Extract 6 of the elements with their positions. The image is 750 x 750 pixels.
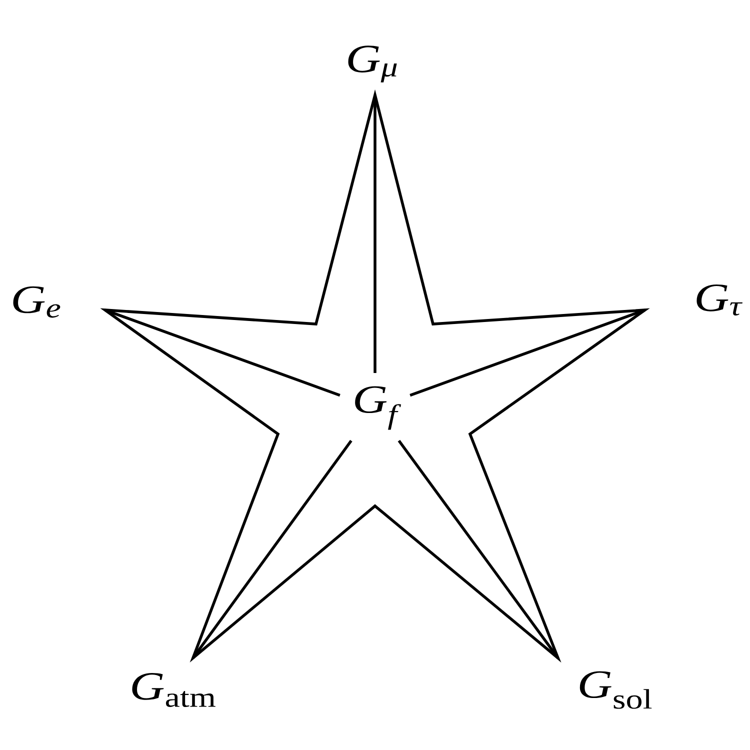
math-label: G$_{atm}$: [132, 673, 216, 707]
math-label: G$_{sol}$: [580, 671, 652, 709]
math-label: G$_{τ}$: [696, 284, 743, 316]
math-label: G$_{e}$: [13, 286, 60, 318]
math-label: G$_{f}$: [355, 386, 402, 430]
math-label: G$_{μ}$: [348, 46, 397, 82]
